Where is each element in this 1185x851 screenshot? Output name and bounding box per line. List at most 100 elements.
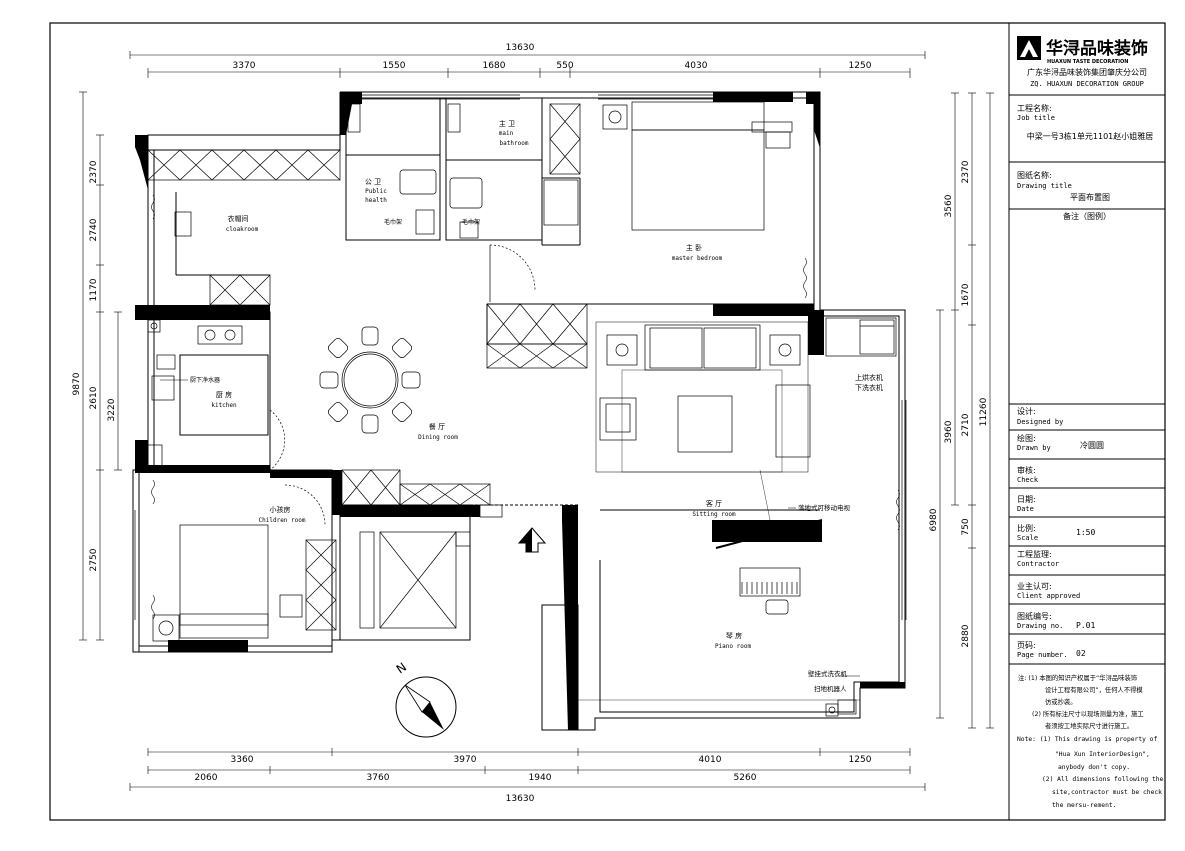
side-table-left	[606, 334, 638, 366]
dim-top-total: 13630	[506, 43, 535, 53]
dim-left-b: 3220	[107, 398, 117, 421]
note-towel-2: 毛巾架	[462, 218, 480, 226]
room-labels: 衣帽间 cloakroom 公 卫 Public health 主 卫 main…	[211, 119, 751, 650]
sheet-border	[49, 22, 1166, 821]
nightstand-left	[602, 104, 628, 130]
label-cloakroom-cn: 衣帽间	[228, 214, 249, 223]
note-cn-1b: 设计工程有限公司”，任何人不得模	[1045, 685, 1143, 694]
drawing-value: 平面布置图	[1070, 192, 1110, 202]
label-mainbath-en1: main	[499, 130, 514, 137]
label-dining-cn: 餐 厅	[429, 422, 445, 431]
drawn-value: 冷圆圆	[1080, 440, 1104, 450]
note-robot: 扫地机器人	[814, 684, 847, 693]
north-compass-icon: N	[394, 660, 457, 738]
brand-logo	[1017, 36, 1041, 60]
brand-name-en: HUAXUN TASTE DECORATION	[1047, 59, 1128, 65]
note-en-1a: Note: (1) This drawing is property of	[1017, 736, 1157, 743]
dim-left-a3: 1170	[89, 278, 99, 301]
dim-right-b1: 3560	[944, 194, 954, 217]
note-dryer-1: 上烘衣机	[855, 373, 883, 382]
date-en: Date	[1017, 505, 1034, 513]
contractor-cn: 工程监理:	[1017, 549, 1052, 559]
curtains	[151, 194, 900, 620]
dim-bottom1-2: 3970	[454, 755, 477, 765]
legal-notes: 注: (1) 本图的知识产权属于“华浔品味装饰 设计工程有限公司”，任何人不得模…	[1017, 673, 1164, 809]
dim-bottom1-1: 3360	[231, 755, 254, 765]
job-value: 中梁一号3栋1单元1101赵小姐雅居	[1027, 131, 1154, 141]
note-dryer-2: 下洗衣机	[855, 383, 883, 392]
master-vanity	[543, 179, 579, 226]
wall-fills	[135, 92, 905, 730]
dim-right-a2: 1670	[961, 283, 971, 306]
label-kitchen-cn: 厨 房	[216, 390, 232, 399]
drawing-no-cn: 图纸编号:	[1017, 611, 1052, 621]
dim-top-4: 550	[556, 61, 573, 71]
dim-top-5: 4030	[685, 61, 708, 71]
scale-cn: 比例:	[1017, 523, 1036, 533]
dining-table	[341, 351, 399, 409]
job-label-en: Job title	[1017, 114, 1055, 122]
children-wardrobe	[305, 539, 337, 631]
cloakroom-wardrobe	[147, 149, 341, 181]
bathtub-public	[399, 169, 437, 195]
dim-top-1: 3370	[233, 61, 256, 71]
dim-bottom-total: 13630	[506, 794, 535, 804]
note-wall-washer: 壁挂式洗衣机	[808, 669, 848, 678]
check-en: Check	[1017, 476, 1039, 484]
dryer	[859, 319, 895, 355]
scale-value: 1:50	[1076, 528, 1095, 537]
label-children-cn: 小孩房	[270, 505, 291, 514]
note-cn-1c: 仿或抄袭。	[1045, 697, 1076, 706]
label-kitchen-en: kitchen	[211, 402, 237, 409]
dim-left-a1: 2370	[89, 160, 99, 183]
drawn-en: Drawn by	[1017, 444, 1051, 452]
page-cn: 页码:	[1017, 641, 1036, 650]
dim-bottom1-3: 4010	[699, 755, 722, 765]
master-lower-cabinet	[486, 303, 588, 345]
dim-bottom2-3: 1940	[529, 773, 552, 783]
contractor-en: Contractor	[1017, 560, 1059, 568]
label-sitting-cn: 客 厅	[706, 499, 722, 508]
page-en: Page number.	[1017, 651, 1068, 659]
north-label: N	[394, 660, 409, 677]
note-en-2a: (2) All dimensions following the	[1042, 776, 1164, 783]
note-cn-2b: 者须按工地实际尺寸进行施工。	[1045, 721, 1133, 730]
note-tv: 落地式可移动电视	[798, 503, 851, 512]
elevator	[379, 531, 457, 629]
ottoman	[775, 384, 811, 458]
dim-right-c: 6980	[929, 508, 939, 531]
note-en-1b: "Hua Xun InteriorDesign",	[1055, 751, 1150, 758]
windows	[134, 94, 907, 701]
dim-top-2: 1550	[383, 61, 406, 71]
job-label-cn: 工程名称:	[1017, 103, 1052, 113]
note-cn-2a: (2) 所有标注尺寸以现场测量为准，施工	[1032, 709, 1144, 718]
label-piano-en: Piano room	[715, 643, 752, 650]
dim-top-3: 1680	[483, 61, 506, 71]
date-cn: 日期:	[1017, 495, 1036, 504]
piano	[739, 567, 801, 597]
label-piano-cn: 琴 房	[726, 631, 742, 640]
scale-en: Scale	[1017, 534, 1038, 542]
company-cn: 广东华浔品味装饰集团肇庆分公司	[1027, 67, 1147, 77]
side-table-right	[769, 334, 801, 366]
dim-right-outer: 11260	[979, 397, 989, 426]
brand-name-cn: 华浔品味装饰	[1046, 38, 1148, 59]
dim-right-a4: 750	[961, 518, 971, 535]
note-en-1c: anybody don't copy.	[1058, 764, 1130, 771]
client-en: Client approved	[1017, 592, 1080, 600]
title-block: 华浔品味装饰 HUAXUN TASTE DECORATION 广东华浔品味装饰集…	[1009, 36, 1165, 809]
label-sitting-en: Sitting room	[692, 511, 736, 518]
client-cn: 业主认可:	[1017, 581, 1052, 591]
note-en-2c: the mersu-rement.	[1052, 802, 1116, 809]
drawn-cn: 绘图:	[1017, 433, 1036, 443]
drawing-no-en: Drawing no.	[1017, 622, 1063, 630]
label-mainbath-en2: bathroom	[500, 140, 529, 147]
drawing-label-cn: 图纸名称:	[1017, 170, 1052, 180]
label-master-en: master bedroom	[672, 255, 723, 262]
label-public-cn: 公 卫	[365, 178, 381, 186]
stair-arrow-icon	[517, 527, 547, 553]
notes-header: 备注（图例）	[1063, 211, 1111, 221]
kitchen-stove	[197, 325, 243, 345]
furniture	[147, 101, 897, 717]
